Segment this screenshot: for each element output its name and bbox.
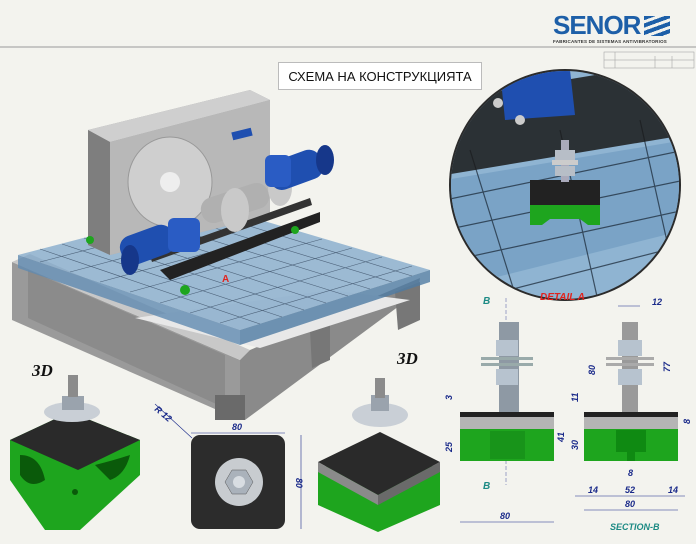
pipe-flange: [221, 188, 249, 232]
mount-marker: [86, 236, 94, 244]
dim-line-radius: [154, 403, 193, 439]
page-title: СХЕМА НА КОНСТРУКЦИЯТА: [278, 62, 482, 90]
dim-sec-width: 80: [625, 499, 635, 509]
bolt-head: [515, 115, 525, 125]
section-b-label: SECTION-B: [610, 522, 660, 532]
dim-front-25: 25: [444, 441, 454, 453]
section-b-view: 12 80 77 11 8 30 8 14 52 14 80 SECTION-B: [570, 297, 692, 532]
nut: [618, 369, 642, 385]
nut: [496, 369, 518, 385]
mount-plate: [460, 412, 554, 417]
spring-icon: [644, 15, 671, 36]
washer: [606, 357, 654, 360]
dim-radius: R 12: [153, 404, 174, 424]
washer: [552, 160, 578, 165]
nut: [496, 340, 518, 356]
threaded-rod: [68, 375, 78, 397]
view-3d-label-right: 3D: [396, 349, 418, 368]
nut: [62, 396, 84, 410]
dim-sec-30: 30: [570, 440, 580, 450]
washer: [352, 403, 408, 427]
center-hole: [627, 452, 635, 461]
logo-word: SENOR: [553, 10, 641, 40]
rubber-recess: [20, 455, 45, 484]
platform-3d-scene: A: [12, 90, 430, 420]
view-3d-label-left: 3D: [31, 361, 53, 380]
steel-layer: [584, 417, 678, 429]
rubber-recess: [490, 431, 525, 459]
threaded-rod: [622, 322, 638, 414]
nut: [555, 150, 575, 160]
dim-sec-8: 8: [682, 419, 692, 424]
mount-marker: [180, 285, 190, 295]
steel-rail: [160, 212, 320, 280]
dim-sec-52: 52: [625, 485, 635, 495]
rubber-core: [616, 430, 646, 452]
logo-row: SENOR: [553, 10, 693, 41]
beam-support: [395, 282, 420, 330]
dim-sec-12: 12: [652, 297, 662, 307]
dim-front-width: 80: [500, 511, 510, 521]
dim-sec-77: 77: [662, 361, 672, 372]
cut-b-top-label: B: [483, 296, 490, 307]
front-elevation-view: B B 3 25 41 80: [444, 296, 566, 523]
washer: [481, 363, 533, 366]
motor-end-cap: [121, 245, 139, 275]
senor-logo: SENOR FABRICANTES DE SISTEMAS ANTIVIBRAT…: [553, 10, 693, 44]
mount-top-view: R 12 80 80: [153, 403, 304, 529]
center-hole: [72, 489, 78, 495]
dim-front-3: 3: [444, 395, 454, 400]
bolt-head: [493, 98, 503, 108]
detail-pump-foot: [500, 71, 575, 120]
fan-hub: [160, 172, 180, 192]
nut: [371, 395, 389, 411]
mount-3d-bottom-view: [10, 375, 140, 530]
beam-end-block: [215, 395, 245, 420]
washer: [481, 357, 533, 360]
mount-3d-top-view: [318, 378, 440, 532]
dim-sec-11: 11: [570, 393, 580, 402]
rod-end: [233, 476, 245, 488]
threaded-rod: [499, 322, 519, 412]
ac-badge: [231, 127, 253, 141]
rubber-base: [530, 205, 600, 225]
mount-plate: [318, 432, 440, 495]
mount-plate: [10, 412, 140, 470]
dim-top-height: 80: [294, 478, 304, 488]
glass-platform-edge: [18, 255, 240, 345]
plate-edge: [378, 462, 440, 505]
cut-b-bottom-label: B: [483, 481, 490, 492]
detail-rail: [451, 71, 679, 175]
dim-front-41: 41: [556, 432, 566, 443]
detail-a-label: DETAIL A: [540, 292, 585, 303]
beam-support: [310, 322, 330, 368]
pump-housing-right: [265, 155, 291, 187]
marker-a-label: A: [222, 274, 229, 285]
title-block-table: [603, 51, 695, 69]
nut: [618, 340, 642, 356]
plate-edge: [318, 462, 378, 505]
washer: [44, 402, 100, 422]
dim-top-width: 80: [232, 422, 242, 432]
pump-assembly: [86, 145, 334, 295]
mount-plate: [530, 180, 600, 205]
dim-sec-80: 80: [587, 365, 597, 375]
logo-tagline: FABRICANTES DE SISTEMAS ANTIVIBRATORIOS: [553, 39, 667, 44]
threaded-rod: [375, 378, 385, 398]
mount-plate: [584, 412, 678, 417]
pump-housing-left: [168, 218, 200, 252]
nut: [555, 166, 575, 176]
mount-marker: [291, 226, 299, 234]
steel-layer: [460, 417, 554, 429]
motor-end-cap: [316, 145, 334, 175]
glass-platform-edge: [240, 270, 430, 345]
dim-sec-14-left: 14: [588, 485, 598, 495]
concrete-beam-shadow: [28, 270, 225, 408]
washer: [606, 363, 654, 366]
rubber-recess: [95, 455, 130, 480]
dim-sec-14-right: 14: [668, 485, 678, 495]
dim-sec-hole: 8: [628, 468, 633, 478]
detail-a-view: DETAIL A: [449, 69, 681, 303]
